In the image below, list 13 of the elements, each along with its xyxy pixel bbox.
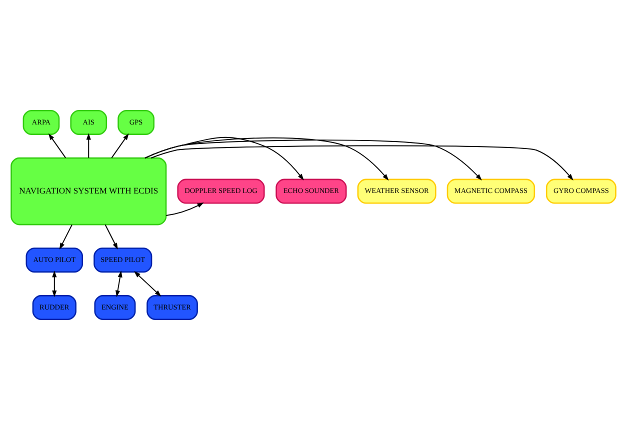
arrow [144,136,304,180]
arrow [116,270,122,297]
arrow [166,202,204,216]
arrow [134,270,162,296]
node-box: NAVIGATION SYSTEM WITH ECDIS [10,156,167,225]
arrow [59,224,72,250]
arrow [104,224,118,250]
arrow [52,270,57,297]
arrow [111,132,129,158]
arrow [86,132,91,158]
arrow [144,136,389,180]
arrow [48,132,66,158]
arrow [150,144,574,180]
